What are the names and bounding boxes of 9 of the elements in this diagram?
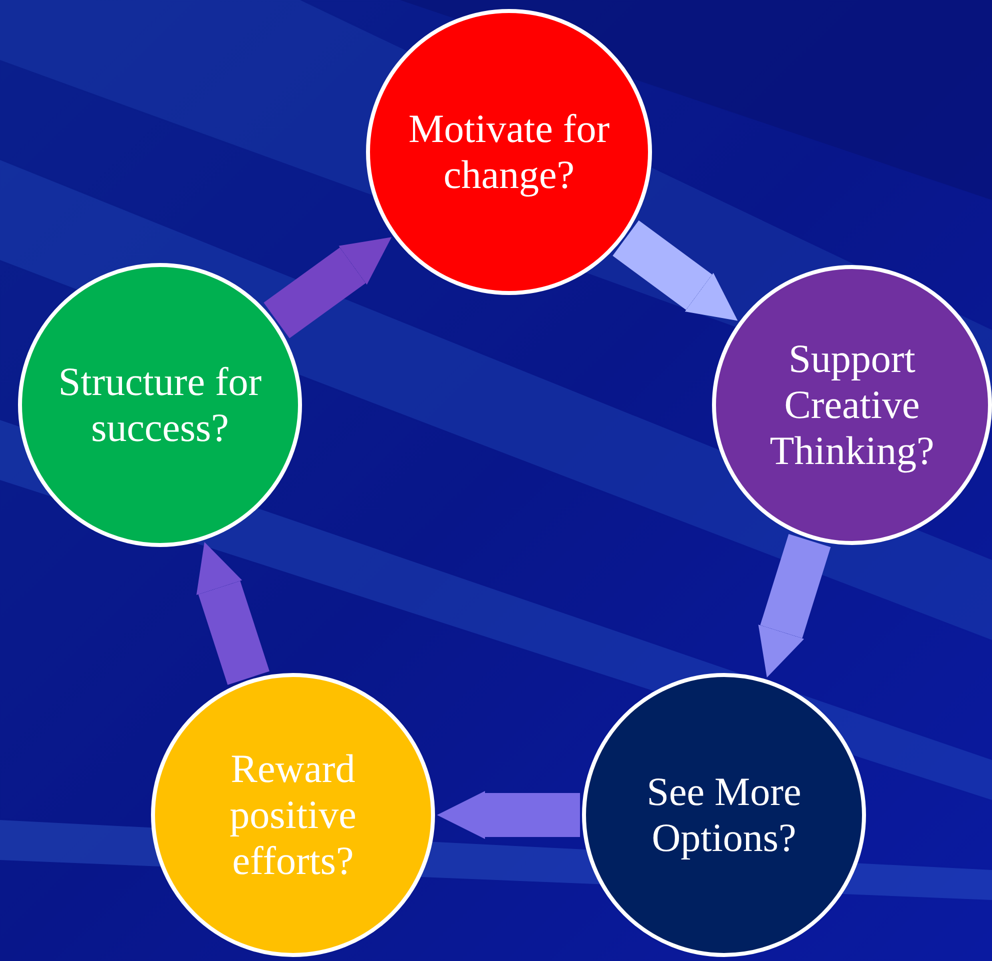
node-label: Support Creative Thinking?	[768, 336, 936, 474]
node-label: Motivate for change?	[407, 106, 611, 198]
block-arrow	[196, 542, 270, 685]
node-label: See More Options?	[646, 769, 802, 861]
block-arrow	[437, 791, 580, 839]
block-arrow	[612, 220, 738, 321]
node-label: Structure for success?	[58, 359, 262, 451]
node-label: Reward positive efforts?	[228, 746, 358, 884]
block-arrow	[264, 237, 392, 338]
